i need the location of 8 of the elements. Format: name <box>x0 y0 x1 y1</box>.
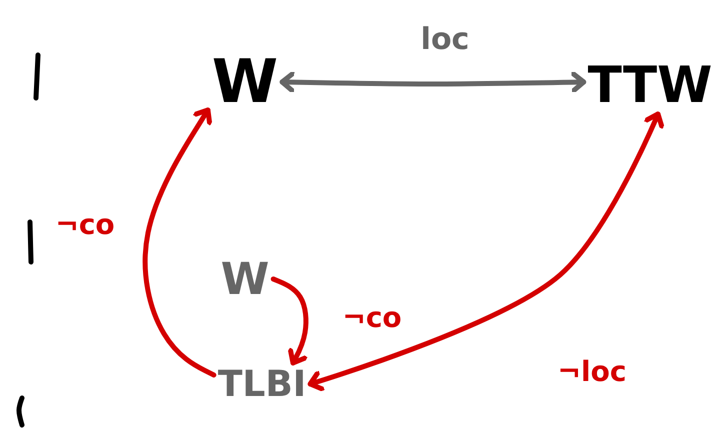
arrow <box>308 112 665 392</box>
arrow <box>142 108 216 378</box>
node-label: W <box>220 258 270 302</box>
arrow <box>280 70 586 94</box>
node-label: TLBI <box>218 367 306 403</box>
node-label: TTW <box>588 60 712 110</box>
arrow <box>270 276 309 366</box>
node-label: W <box>212 52 278 112</box>
